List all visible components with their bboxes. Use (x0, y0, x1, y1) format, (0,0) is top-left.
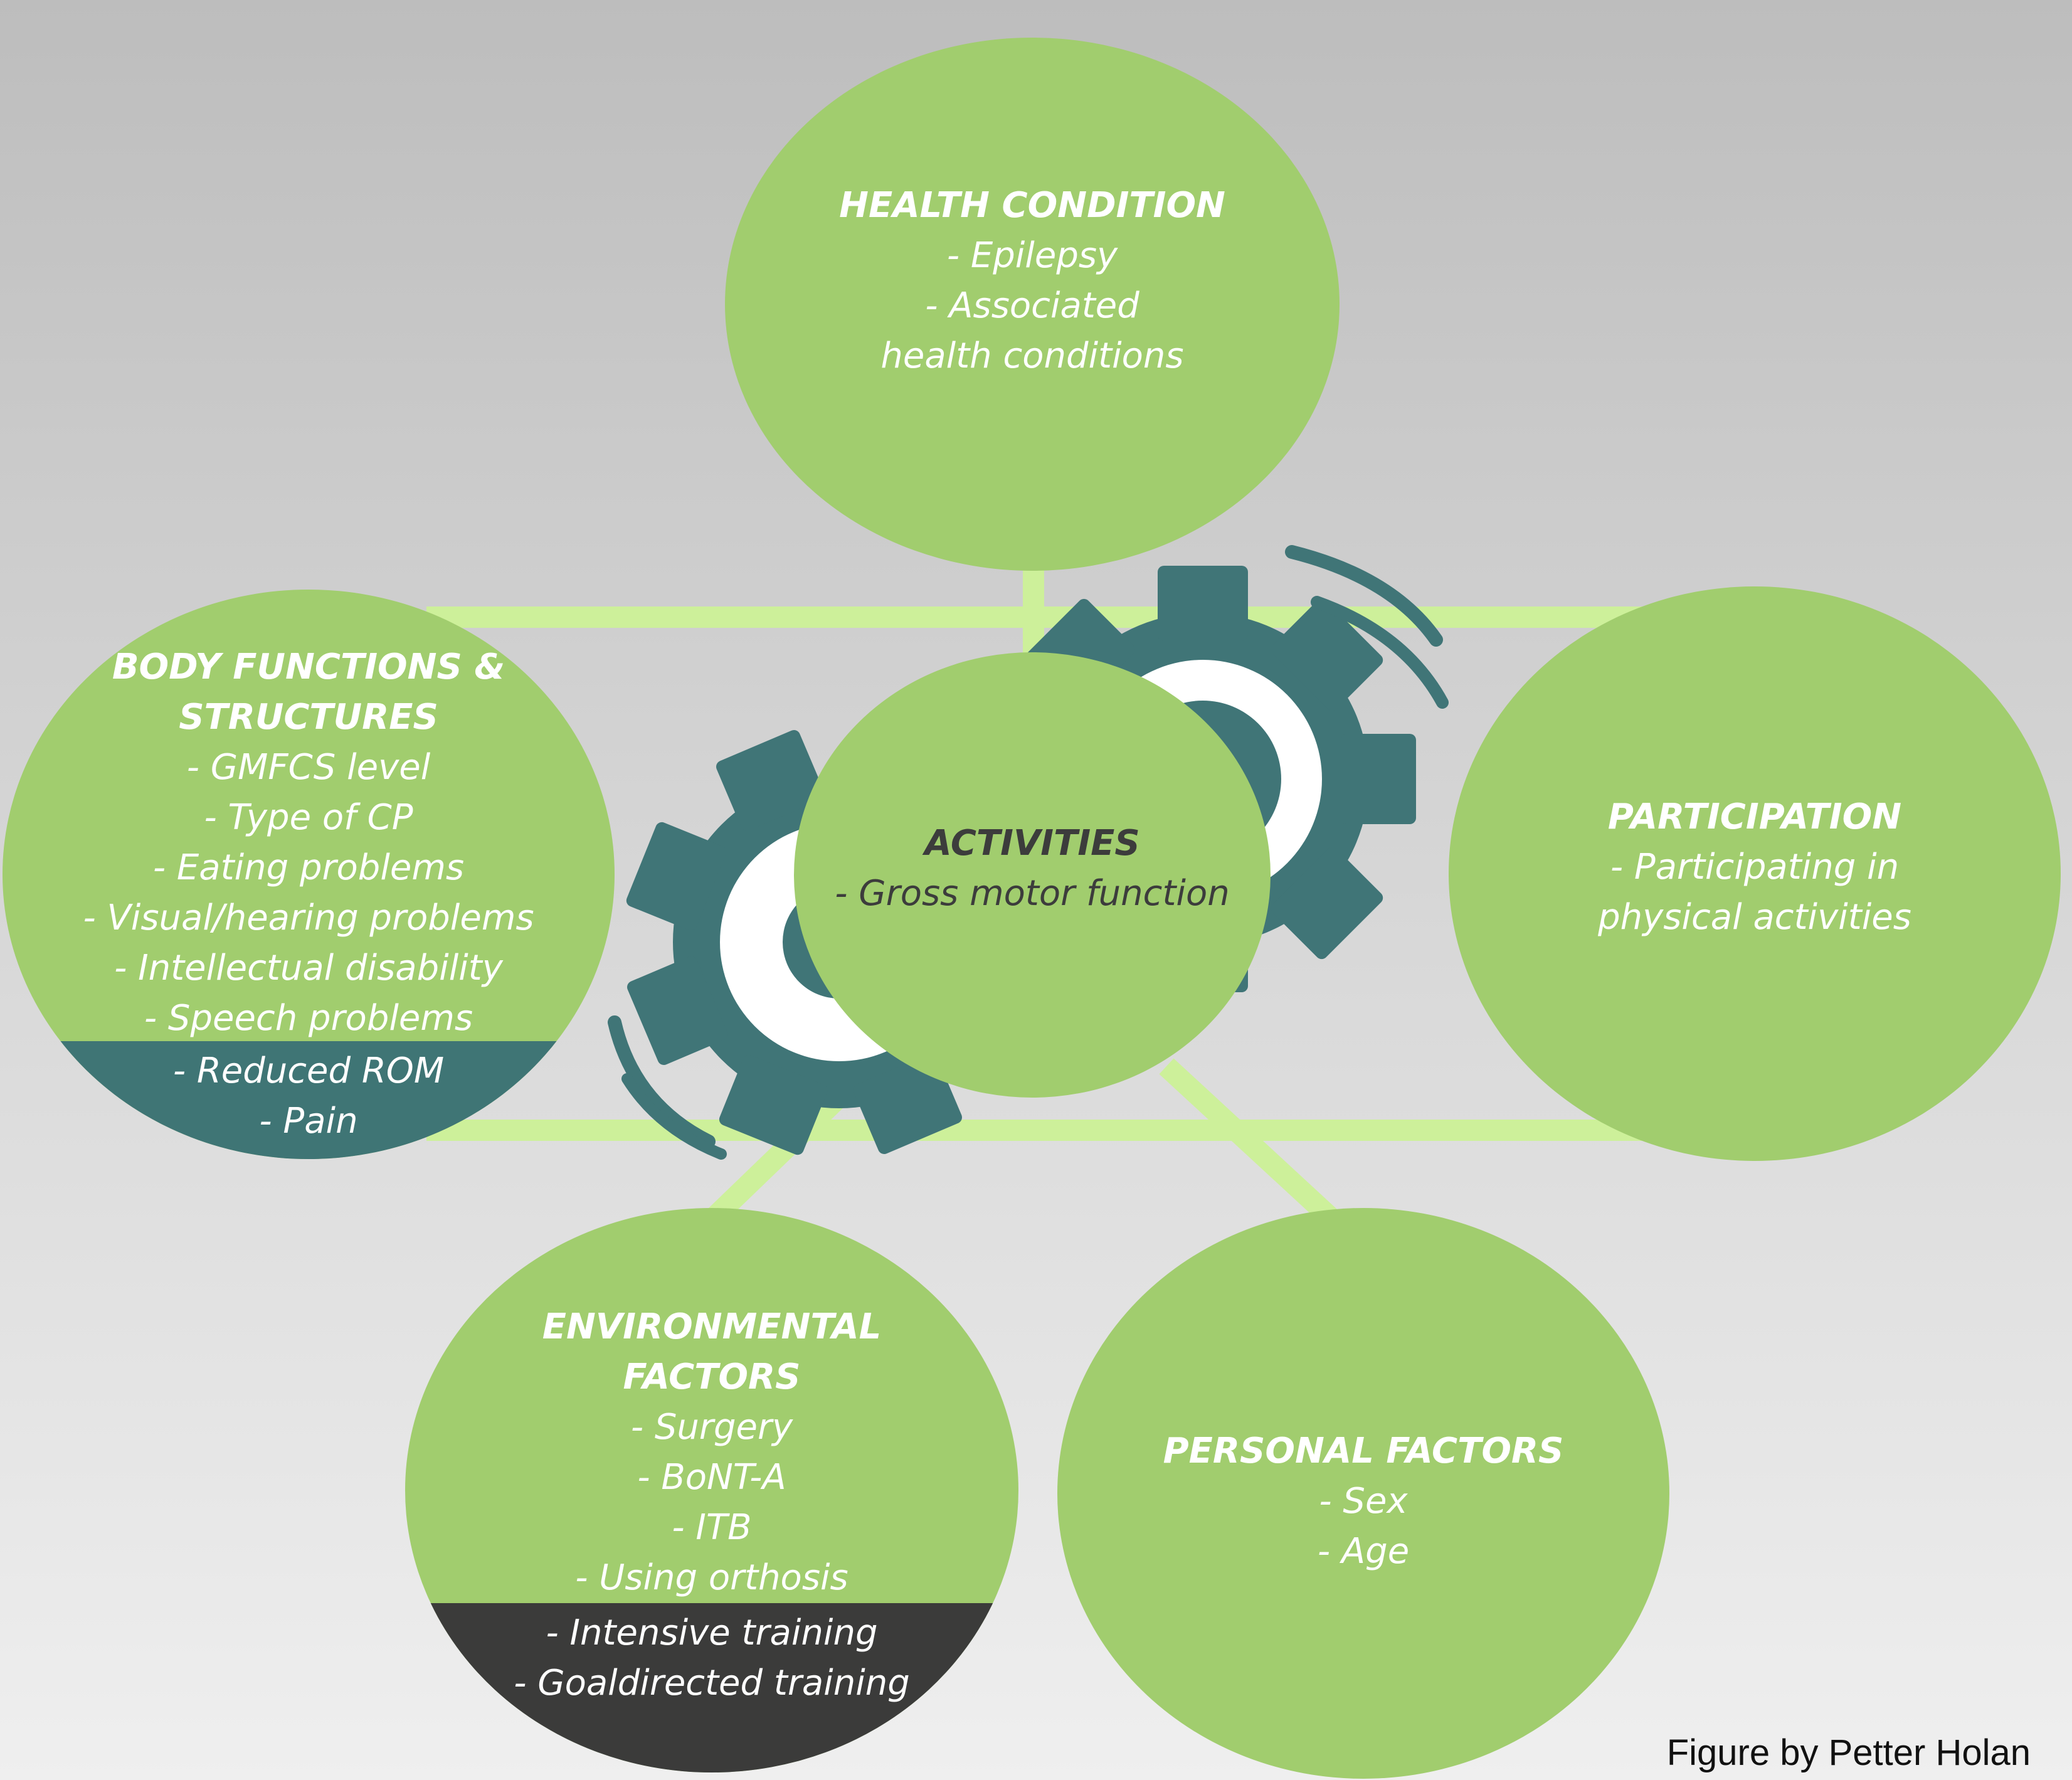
body-functions-item: - Speech problems (144, 998, 473, 1039)
environmental-factors-item: - Using orthosis (575, 1557, 848, 1598)
environmental-factors-highlighted-item: - Intensive training (546, 1613, 878, 1653)
body-functions-item: - Visual/hearing problems (83, 898, 534, 938)
activities-title: ACTIVITIES (924, 823, 1140, 864)
environmental-factors-title: ENVIRONMENTAL (542, 1306, 882, 1347)
environmental-factors-item: - Surgery (630, 1407, 793, 1448)
connector-activities-to-personal (1159, 1058, 1337, 1225)
body-functions-title: BODY FUNCTIONS & (112, 647, 505, 687)
figure-credit: Figure by Petter Holan (1666, 1732, 2031, 1773)
environmental-factors-node: - Intensive training - Goaldirected trai… (405, 1208, 1018, 1772)
health-condition-item: - Associated (925, 285, 1139, 326)
personal-factors-item: - Sex (1319, 1481, 1408, 1522)
health-condition-item: health conditions (880, 336, 1184, 376)
body-functions-highlight-band: - Reduced ROM - Pain (3, 1041, 615, 1159)
environmental-factors-item: - ITB (672, 1507, 752, 1548)
body-functions-item: - Eating problems (152, 847, 465, 888)
participation-item: physical activities (1598, 897, 1911, 938)
personal-factors-node: PERSONAL FACTORS - Sex - Age (1057, 1208, 1669, 1779)
body-functions-item: - Type of CP (204, 797, 413, 838)
personal-factors-item: - Age (1317, 1531, 1410, 1572)
environmental-factors-highlight-band: - Intensive training - Goaldirected trai… (405, 1603, 1018, 1772)
participation-item: - Participating in (1610, 847, 1900, 887)
participation-title: PARTICIPATION (1607, 797, 1902, 837)
environmental-factors-highlighted-item: - Goaldirected training (514, 1663, 910, 1703)
environmental-factors-item: - BoNT-A (637, 1457, 786, 1498)
environmental-factors-title: FACTORS (623, 1357, 801, 1397)
motion-lines-icon (608, 545, 1449, 1160)
body-functions-item: - Intellectual disability (114, 948, 503, 988)
activities-node: ACTIVITIES - Gross motor function (794, 652, 1271, 1098)
participation-node: PARTICIPATION - Participating in physica… (1449, 586, 2061, 1161)
body-functions-item: - GMFCS level (186, 747, 431, 788)
health-condition-item: - Epilepsy (946, 235, 1118, 276)
health-condition-node: HEALTH CONDITION - Epilepsy - Associated… (725, 38, 1340, 571)
health-condition-title: HEALTH CONDITION (839, 185, 1225, 226)
body-functions-title: STRUCTURES (179, 697, 438, 738)
personal-factors-title: PERSONAL FACTORS (1163, 1431, 1564, 1471)
body-functions-node: - Reduced ROM - Pain BODY FUNCTIONS & ST… (3, 590, 615, 1159)
activities-item: - Gross motor function (835, 873, 1230, 914)
body-functions-highlighted-item: - Pain (259, 1101, 358, 1142)
body-functions-highlighted-item: - Reduced ROM (172, 1051, 445, 1091)
